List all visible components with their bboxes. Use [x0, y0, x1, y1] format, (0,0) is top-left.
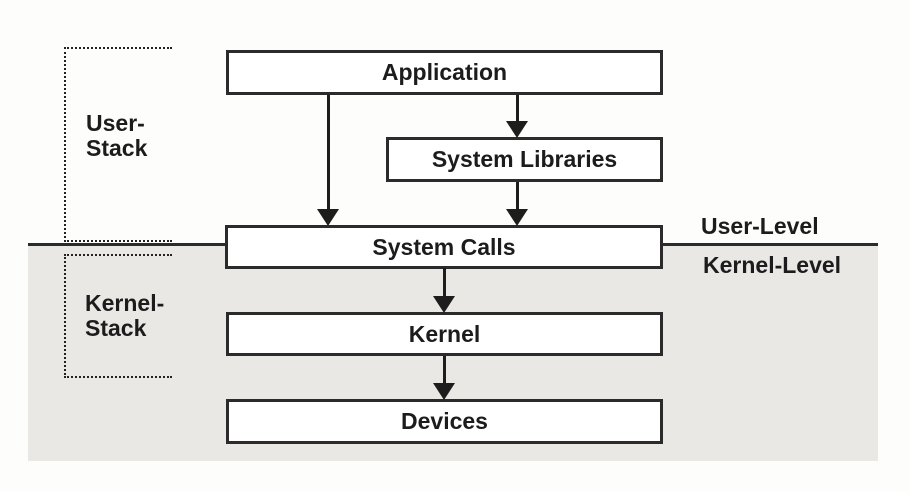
arrow-shaft	[515, 182, 519, 209]
arrow-application-to-system-calls	[317, 95, 339, 226]
arrow-system-libraries-to-system-calls	[506, 182, 528, 226]
arrowhead-down-icon	[317, 209, 339, 226]
application-box: Application	[226, 50, 663, 95]
kernel-box-label: Kernel	[408, 320, 481, 347]
system-libraries-box-label: System Libraries	[431, 146, 618, 172]
kernel-stack-bracket	[64, 254, 172, 378]
user-level-label: User-Level	[701, 213, 819, 239]
devices-box: Devices	[226, 399, 663, 444]
arrowhead-down-icon	[433, 383, 455, 400]
arrow-kernel-to-devices	[433, 356, 455, 400]
system-calls-box-label: System Calls	[372, 233, 516, 260]
arrowhead-down-icon	[506, 121, 528, 138]
arrow-system-calls-to-kernel	[433, 268, 455, 313]
arrow-shaft	[326, 95, 330, 209]
user-stack-bracket	[64, 47, 172, 242]
user-stack-label: User- Stack	[86, 110, 148, 162]
application-box-label: Application	[381, 59, 508, 85]
arrow-shaft	[515, 95, 519, 121]
kernel-box: Kernel	[226, 312, 663, 356]
system-libraries-box: System Libraries	[386, 137, 663, 182]
kernel-level-label: Kernel-Level	[703, 252, 842, 278]
kernel-stack-label: Kernel- Stack	[85, 290, 165, 342]
devices-box-label: Devices	[401, 408, 488, 434]
arrowhead-down-icon	[433, 296, 455, 313]
arrow-shaft	[442, 268, 446, 296]
system-calls-box: System Calls	[225, 225, 663, 269]
arrow-shaft	[442, 356, 446, 383]
arrowhead-down-icon	[506, 209, 528, 226]
arrow-application-to-system-libraries	[506, 95, 528, 138]
